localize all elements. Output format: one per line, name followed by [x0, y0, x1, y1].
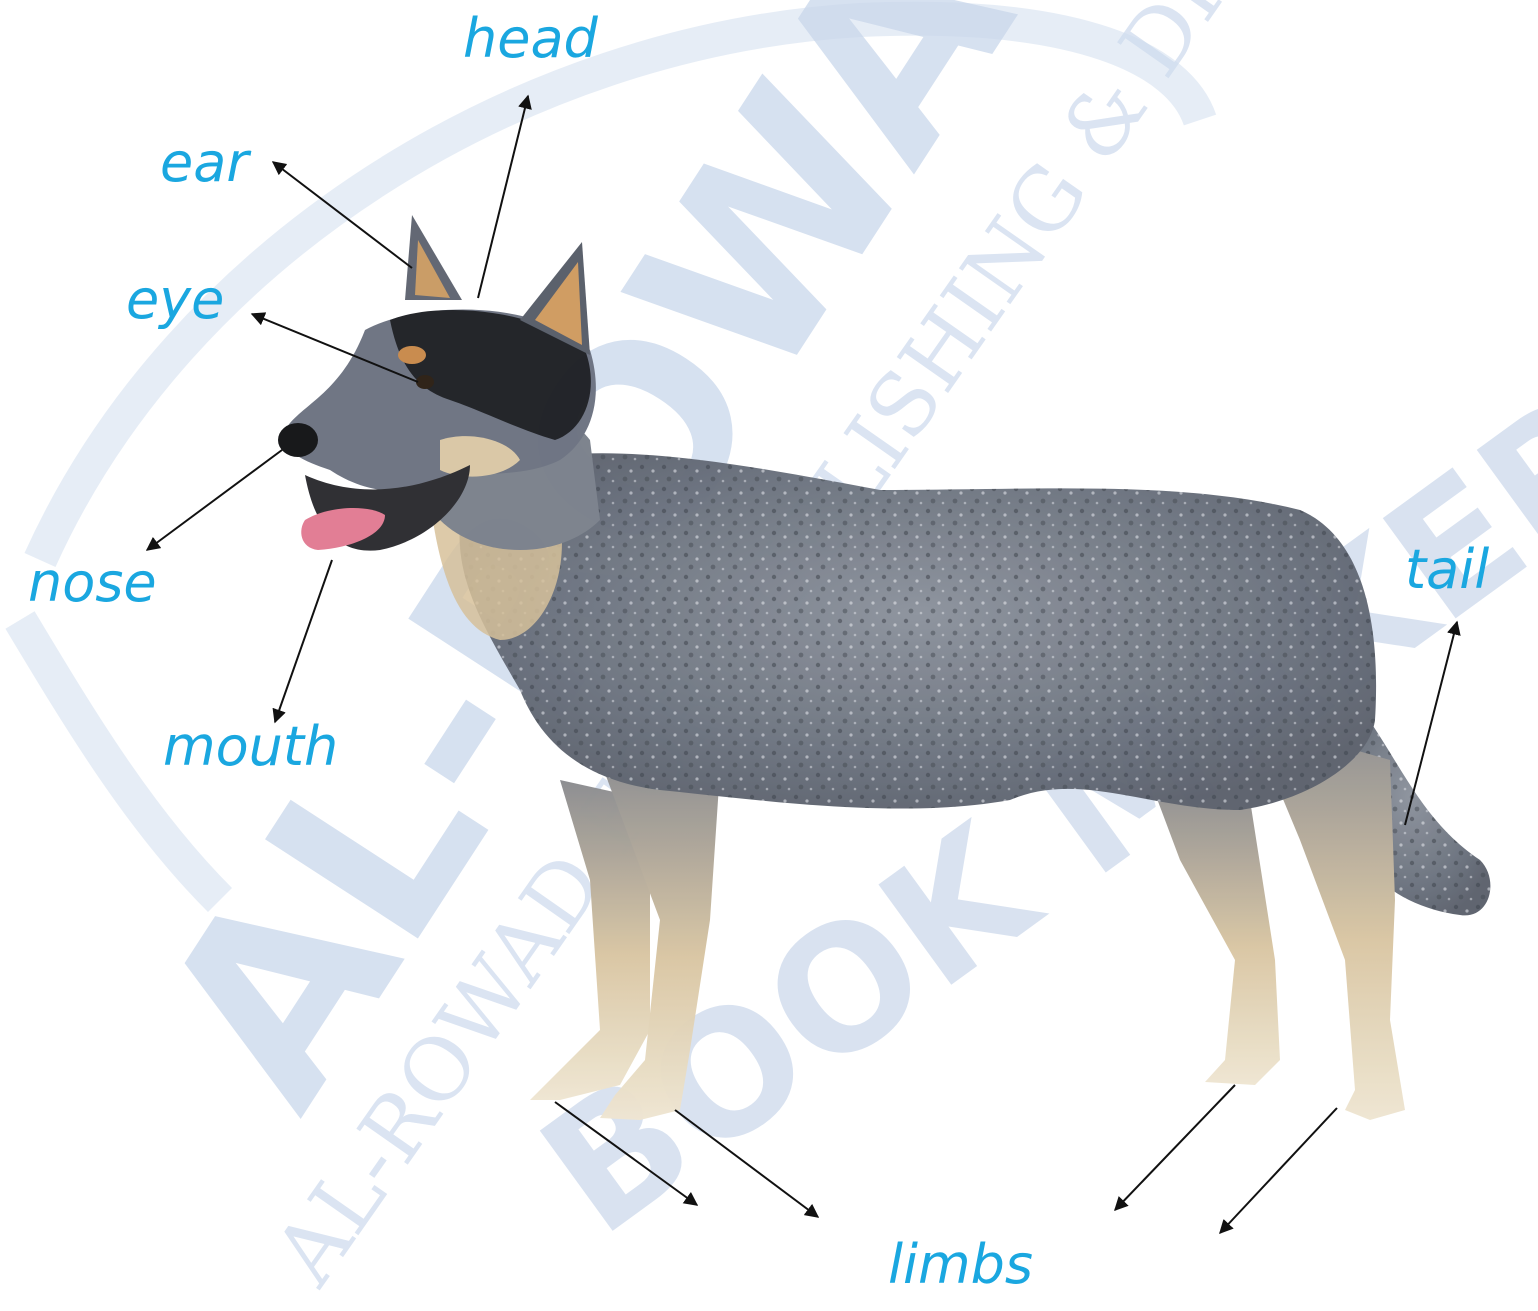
label-mouth: mouth: [163, 720, 338, 774]
label-nose: nose: [28, 556, 157, 610]
dog-eye: [416, 375, 434, 389]
label-tail: tail: [1405, 543, 1489, 597]
label-eye: eye: [126, 273, 224, 327]
label-head: head: [463, 12, 598, 66]
label-limbs: limbs: [888, 1238, 1033, 1292]
label-ear: ear: [160, 136, 249, 190]
dog-nose: [278, 423, 318, 457]
arrow-nose: [147, 450, 282, 550]
arrow-limb-4: [1220, 1108, 1337, 1233]
arrow-limb-3: [1115, 1085, 1235, 1210]
dog-hind-leg-far: [1150, 780, 1280, 1085]
